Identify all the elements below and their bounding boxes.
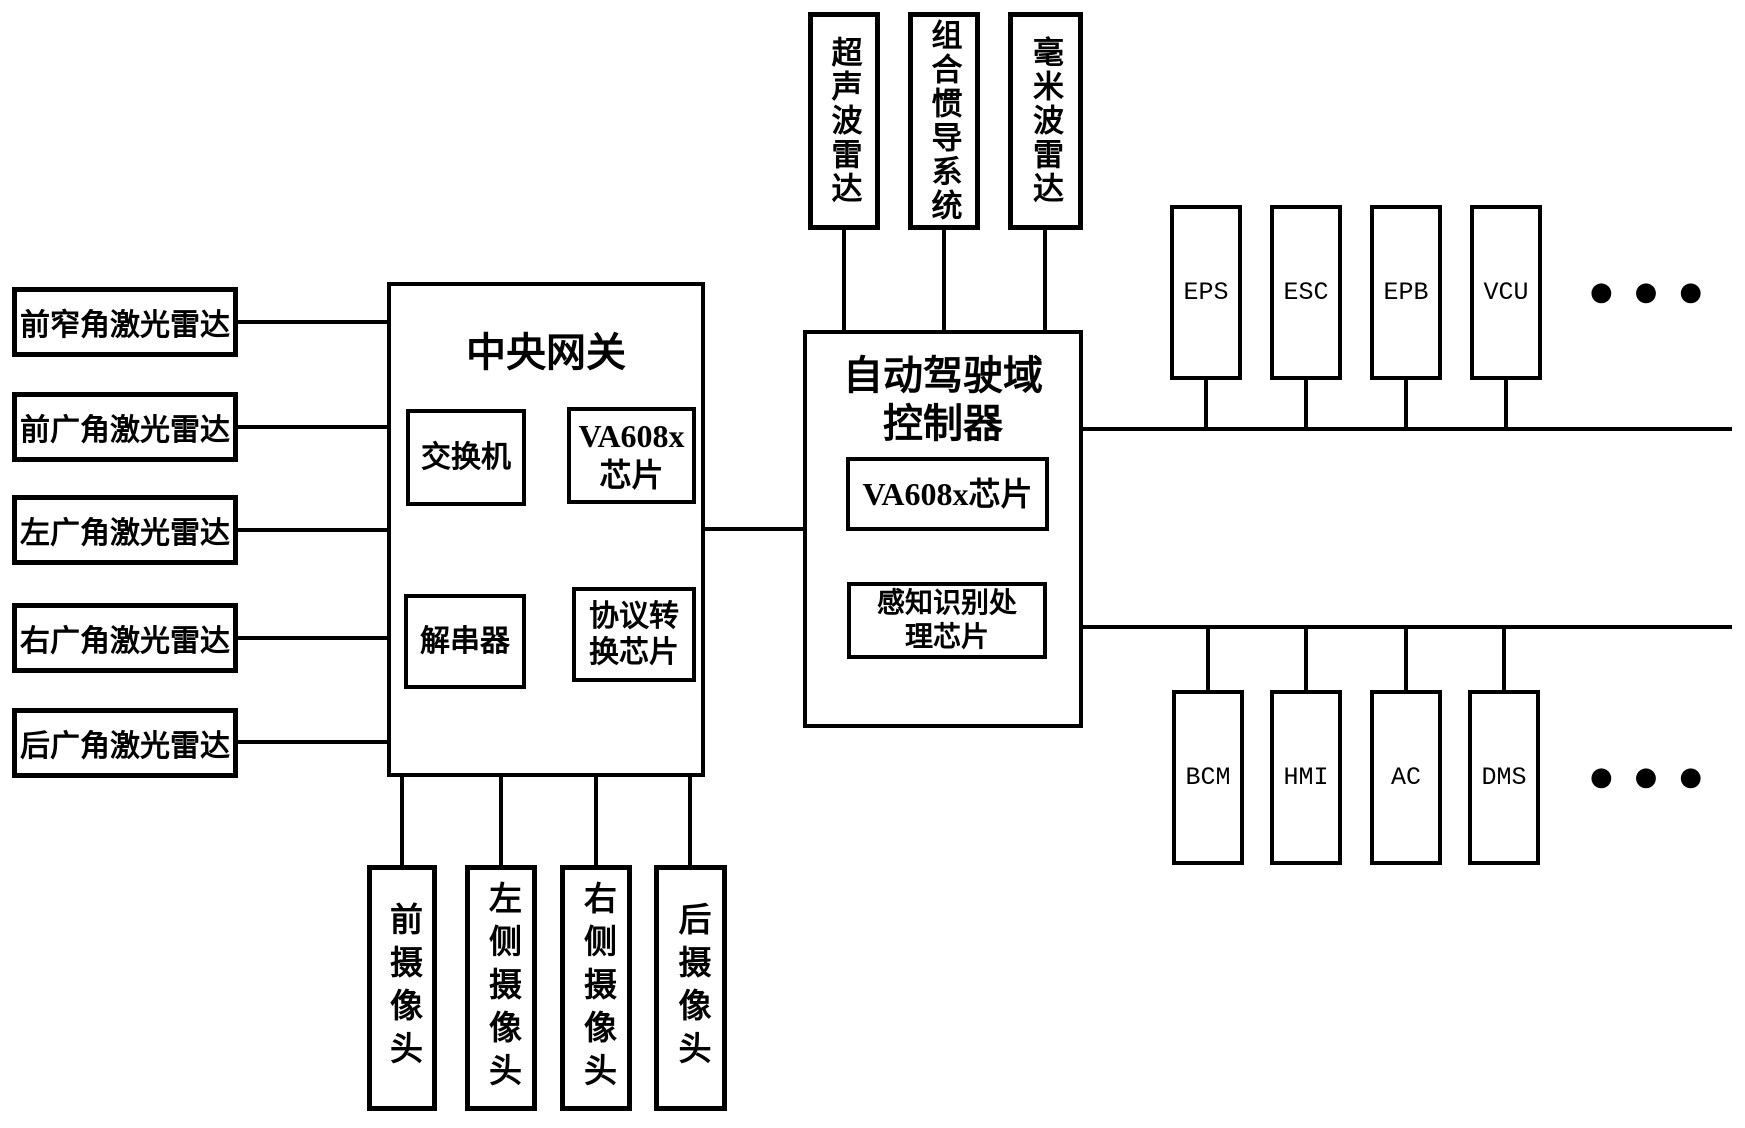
perception-chip-line2: 理芯片 [904,621,989,653]
perception-chip-box: 感知识别处 理芯片 [847,582,1047,659]
ecu-box-dms: DMS [1468,690,1540,865]
ultrasonic-connector [842,230,846,330]
camera-connector-2 [499,777,503,865]
camera-box-left: 左侧摄像头 [465,865,537,1111]
ins-box: 组合惯导系统 [908,12,980,230]
camera-connector-4 [688,777,692,865]
eps-connector [1204,380,1208,429]
ellipsis-bottom: ●●● [1590,762,1725,792]
vcu-connector [1504,380,1508,429]
ultrasonic-radar-box: 超声波雷达 [808,12,880,230]
lidar-connector-3 [238,528,387,532]
epb-connector [1404,380,1408,429]
protocol-chip-box: 协议转 换芯片 [572,587,696,682]
lidar-connector-4 [238,636,387,640]
camera-box-rear: 后摄像头 [654,865,727,1111]
switch-box: 交换机 [406,409,526,506]
ecu-bus-top [1083,427,1732,431]
ecu-box-epb: EPB [1370,205,1442,380]
deserializer-box: 解串器 [404,594,526,689]
ecu-box-hmi: HMI [1270,690,1342,865]
ecu-box-eps: EPS [1170,205,1242,380]
ecu-box-vcu: VCU [1470,205,1542,380]
perception-chip-line1: 感知识别处 [876,587,1017,619]
gateway-domain-connector [705,527,803,531]
va608x-chip-gateway-line1: VA608x [578,418,685,455]
va608x-chip-box-domain: VA608x芯片 [846,457,1049,531]
ac-connector [1404,627,1408,690]
ad-domain-controller-box: 自动驾驶域 控制器 VA608x芯片 感知识别处 理芯片 [803,330,1083,728]
mmwave-connector [1043,230,1047,330]
lidar-connector-5 [238,740,387,744]
esc-connector [1304,380,1308,429]
camera-box-front: 前摄像头 [367,865,437,1111]
lidar-connector-1 [238,320,387,324]
hmi-connector [1304,627,1308,690]
mmwave-radar-box: 毫米波雷达 [1008,12,1083,230]
central-gateway-title: 中央网关 [466,330,626,375]
ecu-box-bcm: BCM [1172,690,1244,865]
camera-connector-3 [594,777,598,865]
ins-connector [942,230,946,330]
central-gateway-box: 中央网关 交换机 VA608x 芯片 解串器 协议转 换芯片 [387,282,705,777]
lidar-box-front-wide: 前广角激光雷达 [12,392,238,462]
lidar-box-rear-wide: 后广角激光雷达 [12,708,238,778]
ad-domain-title-line1: 自动驾驶域 [843,353,1043,398]
camera-connector-1 [400,777,404,865]
ecu-box-ac: AC [1370,690,1442,865]
camera-box-right: 右侧摄像头 [560,865,632,1111]
lidar-box-right-wide: 右广角激光雷达 [12,603,238,673]
lidar-box-left-wide: 左广角激光雷达 [12,495,238,565]
ecu-box-esc: ESC [1270,205,1342,380]
lidar-connector-2 [238,425,387,429]
va608x-chip-box-gateway: VA608x 芯片 [567,407,696,504]
lidar-box-front-narrow: 前窄角激光雷达 [12,287,238,357]
protocol-chip-line1: 协议转 [589,599,679,633]
ad-domain-title-line2: 控制器 [883,401,1003,446]
ad-domain-title: 自动驾驶域 控制器 [807,352,1079,448]
protocol-chip-line2: 换芯片 [589,635,679,669]
va608x-chip-gateway-line2: 芯片 [599,456,664,493]
ellipsis-top: ●●● [1590,277,1725,307]
dms-connector [1502,627,1506,690]
bcm-connector [1206,627,1210,690]
